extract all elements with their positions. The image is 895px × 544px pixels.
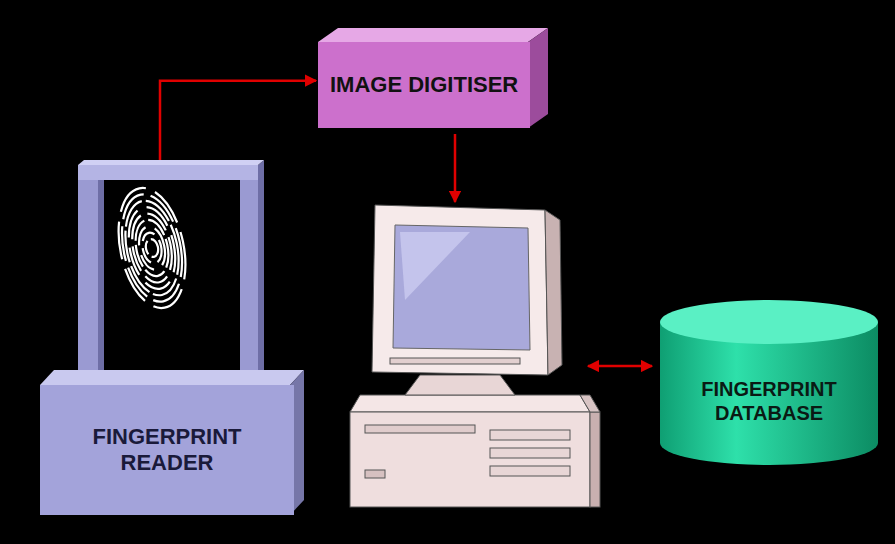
flow-arrow xyxy=(454,134,457,202)
box-top-face xyxy=(40,370,304,385)
node-label: FINGERPRINT DATABASE xyxy=(668,377,870,425)
node-label: IMAGE DIGITISER xyxy=(330,72,518,98)
reader-device: FINGERPRINT READER xyxy=(40,165,294,515)
flow-arrow xyxy=(588,365,652,368)
process-box: IMAGE DIGITISER xyxy=(318,42,530,128)
box-side-face xyxy=(528,28,548,128)
reader-base: FINGERPRINT READER xyxy=(40,385,294,515)
box-top-face xyxy=(318,28,548,42)
computer xyxy=(350,205,600,507)
fingerprint xyxy=(108,182,195,314)
reader-frame xyxy=(78,160,264,370)
node-label: FINGERPRINT READER xyxy=(50,424,284,477)
flow-arrow xyxy=(160,81,316,160)
database-cylinder: FINGERPRINT DATABASE xyxy=(660,300,878,465)
